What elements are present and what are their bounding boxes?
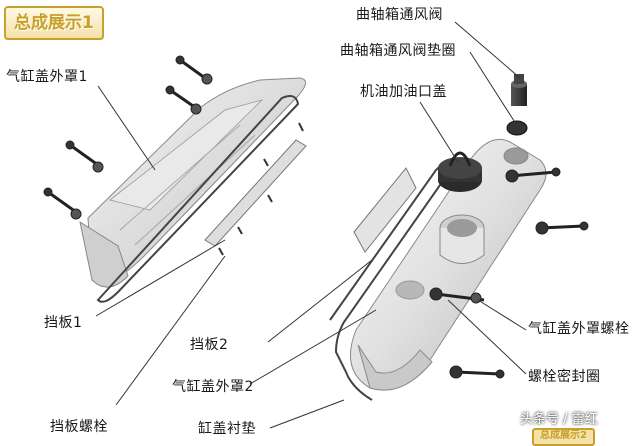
cylinder-head-cover-1 xyxy=(79,77,306,288)
label-cover-gasket: 缸盖衬垫 xyxy=(198,421,256,437)
label-oil-filler-cap: 机油加油口盖 xyxy=(360,84,447,100)
label-cover-2: 气缸盖外罩2 xyxy=(172,379,254,395)
label-cover-bolt: 气缸盖外罩螺栓 xyxy=(528,321,630,337)
label-crankcase-vent-valve: 曲轴箱通风阀 xyxy=(356,7,443,23)
label-bolt-seal: 螺栓密封圈 xyxy=(528,369,601,385)
baffle-bolts xyxy=(218,122,304,256)
crankcase-vent-valve xyxy=(511,74,527,106)
leader-lines xyxy=(95,21,527,429)
cover-1-gasket-ring xyxy=(96,95,300,303)
assembly-badge: 总成展示1 xyxy=(4,6,104,40)
label-cover-1: 气缸盖外罩1 xyxy=(6,69,88,85)
oil-filler-cap xyxy=(438,151,482,192)
vent-valve-gasket xyxy=(506,120,528,136)
label-baffle-1: 挡板1 xyxy=(44,315,83,331)
assembly-badge-2: 总成展示2 xyxy=(532,428,595,446)
cover-2-bolts xyxy=(429,167,589,379)
baffle-2 xyxy=(353,167,417,253)
watermark: 头条号 / 雷红 xyxy=(520,412,598,427)
cylinder-head-cover-2 xyxy=(349,138,547,391)
label-baffle-2: 挡板2 xyxy=(190,337,229,353)
baffle-1 xyxy=(204,139,307,247)
label-vent-valve-gasket: 曲轴箱通风阀垫圈 xyxy=(340,43,456,59)
cover-1-bolts xyxy=(43,55,213,220)
label-baffle-bolt: 挡板螺栓 xyxy=(50,419,108,435)
